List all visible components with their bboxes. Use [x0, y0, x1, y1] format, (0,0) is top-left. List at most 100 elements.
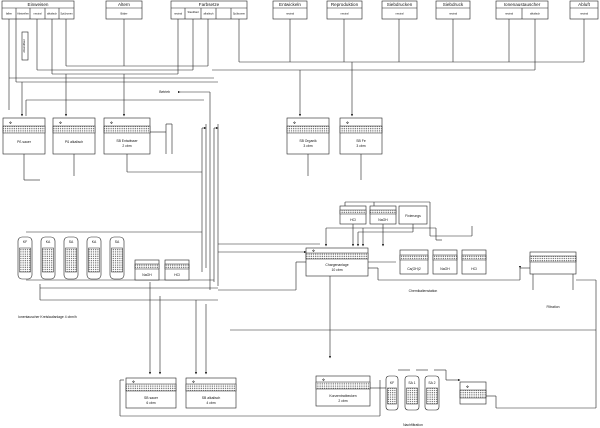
- nachfiltration-label: Nachfiltration: [403, 423, 423, 427]
- header-title: Ionenaustauscher: [504, 2, 541, 7]
- header-sub: alkalisch: [530, 12, 541, 16]
- tank-label: Fixierungs: [405, 214, 421, 218]
- tank-label: SB Organik: [299, 139, 317, 143]
- column-label: KA: [92, 240, 97, 244]
- tank-label: HCl: [174, 273, 180, 277]
- post-column-kf: KF: [385, 375, 399, 411]
- tank-konzentratbecken: ✜ Konzentratbecken 2 cbm: [315, 375, 371, 407]
- header-sub: neutral: [580, 12, 588, 16]
- header-title: Reproduktion: [331, 2, 359, 7]
- header-sub: Spülzonen: [60, 12, 73, 16]
- header-ionenaustauscher: Ionenaustauscher neutral alkalisch: [495, 0, 549, 20]
- abstreifbad-box: Abstreifbad: [21, 31, 29, 61]
- post-column-sa1: SA 1: [404, 375, 420, 411]
- filtration-unit: Filtration: [529, 251, 577, 309]
- tank-label: HCl: [471, 267, 477, 271]
- tank-sb-fe: ✜ SB Fe 3 cbm: [339, 117, 383, 155]
- tank-volume: 10 cbm: [331, 268, 342, 272]
- chem-station-label: Chemikalienstation: [409, 289, 438, 293]
- column-label: SA: [69, 240, 74, 244]
- column-label: KF: [23, 240, 27, 244]
- tank-label: SB sauer: [144, 396, 159, 400]
- tank-sb-alkalisch: ✜ SB alkalisch 4 cbm: [185, 377, 237, 409]
- header-sub: Bäder: [121, 12, 128, 16]
- tank-naoh-small: NaOH: [134, 259, 160, 281]
- ion-column-kf: KF: [17, 236, 33, 280]
- column-label: SA 1: [408, 381, 415, 385]
- tank-volume: 4 cbm: [206, 401, 215, 405]
- valve-icon: ✜: [293, 121, 296, 125]
- header-sub: neutral: [286, 12, 294, 16]
- header-sub: alkalisch: [47, 12, 58, 16]
- header-title: Siebdrucken: [387, 2, 413, 7]
- header-sub: Abstreifen: [17, 12, 29, 16]
- top-piping: [8, 19, 585, 290]
- valve-icon: ✜: [322, 378, 325, 382]
- tank-chargenanlage: ✜ Chargenanlage 10 cbm: [305, 247, 369, 277]
- valve-icon: ✜: [466, 385, 469, 389]
- header-entwickeln: Entwickeln neutral: [272, 0, 308, 20]
- valve-icon: ✜: [59, 121, 62, 125]
- tank-label: Konzentratbecken: [329, 394, 356, 398]
- abstreifbad-label: Abstreifbad: [22, 39, 26, 53]
- tank-volume: 3 cbm: [303, 144, 312, 148]
- header-sub: alkalisch: [204, 12, 215, 16]
- row1-piping: [23, 123, 362, 286]
- header-title: Farbsetze: [199, 2, 220, 7]
- final-tank: ✜: [459, 381, 487, 405]
- ion-column-ka-2: KA: [86, 236, 102, 280]
- ion-exchanger-label: Ionentauscher Kreislaufanlage 4 cbm/h: [18, 315, 77, 319]
- header-title: Abluft: [578, 2, 590, 7]
- bottom-piping: [119, 282, 596, 417]
- header-siebdrucken: Siebdrucken neutral: [381, 0, 418, 20]
- header-einweisen: Einweisen fallen Abstreifen neutral alka…: [1, 0, 75, 20]
- tank-pb-sauer: ✜ Pß sauer: [2, 117, 46, 155]
- charge-piping: [218, 243, 597, 408]
- chem-hcl: HCl: [339, 205, 367, 225]
- header-title: Einweisen: [28, 2, 49, 7]
- valve-icon: ✜: [110, 121, 113, 125]
- tank-label: Chargenanlage: [325, 263, 348, 267]
- chem-naoh: NaOH: [369, 205, 397, 225]
- tank-hcl-small: HCl: [164, 259, 190, 281]
- ion-column-sa-1: SA: [63, 236, 79, 280]
- tank-volume: 3 cbm: [356, 144, 365, 148]
- tank-pb-alkalisch: ✜ Pß alkalisch: [52, 117, 96, 155]
- valve-icon: ✜: [9, 121, 12, 125]
- header-farbsetze: Farbsetze neutral Standbad alkalisch Spü…: [170, 0, 248, 20]
- header-reproduktion: Reproduktion neutral: [326, 0, 363, 20]
- valve-icon: ✜: [192, 380, 195, 384]
- tank-label: SB Fe: [356, 139, 366, 143]
- tank-volume: 2 cbm: [122, 144, 131, 148]
- valve-icon: ✜: [132, 380, 135, 384]
- betrieb-label: Betrieb: [159, 90, 170, 94]
- column-label: SA 2: [428, 381, 435, 385]
- post-column-sa2: SA 2: [424, 375, 440, 411]
- header-altern: Altern Bäder: [105, 0, 143, 20]
- header-sub: neutral: [396, 12, 404, 16]
- tank-label: Pß alkalisch: [65, 140, 83, 144]
- header-title: Siebdruck: [443, 2, 464, 7]
- column-label: SA: [115, 240, 120, 244]
- ion-column-sa-2: SA: [109, 236, 125, 280]
- tank-label: NaOH: [378, 218, 388, 222]
- header-sub: Spülzonen: [233, 12, 246, 16]
- chem-caoh2: Ca(OH)2: [399, 249, 429, 275]
- filtration-label: Filtration: [546, 305, 559, 309]
- header-abluft: Abluft neutral: [569, 0, 599, 20]
- valve-icon: ✜: [312, 249, 315, 253]
- tank-label: SB alkalisch: [202, 396, 221, 400]
- tank-volume: 6 cbm: [146, 401, 155, 405]
- tank-label: NaOH: [440, 267, 450, 271]
- column-label: KA: [46, 240, 51, 244]
- column-label: KF: [390, 381, 394, 385]
- tank-sb-sauer: ✜ SB sauer 6 cbm: [125, 377, 177, 409]
- header-sub: fallen: [6, 12, 13, 16]
- header-title: Entwickeln: [279, 2, 301, 7]
- valve-icon: ✜: [346, 121, 349, 125]
- ion-column-ka-1: KA: [40, 236, 56, 280]
- tank-sb-organik: ✜ SB Organik 3 cbm: [286, 117, 330, 155]
- header-title: Altern: [118, 2, 130, 7]
- tank-sb-entwaesser: ✜ SB Entwässer 2 cbm: [103, 117, 151, 155]
